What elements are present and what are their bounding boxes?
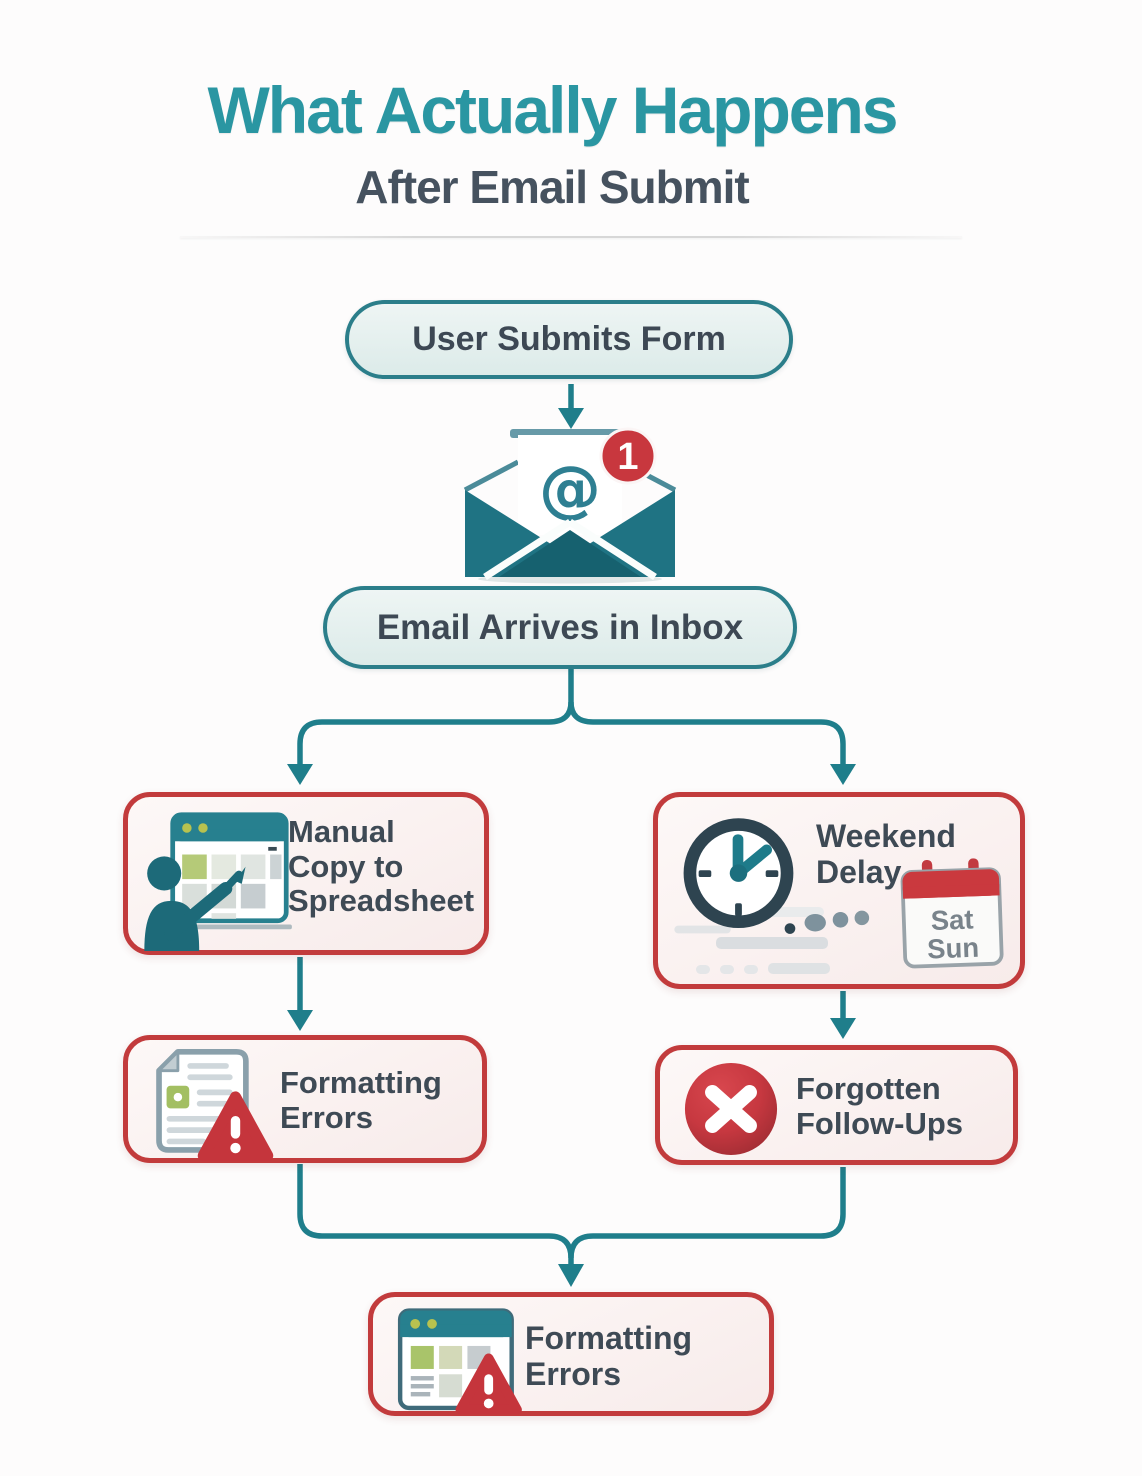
connector-merge-left [297, 1164, 574, 1266]
node-email-arrives-inbox: Email Arrives in Inbox [323, 586, 797, 669]
spreadsheet-person-icon [144, 811, 296, 956]
page-title: What Actually Happens [207, 73, 899, 147]
calendar-day-sun: Sun [927, 932, 980, 965]
badge-count: 1 [617, 436, 638, 478]
calendar-day-sat: Sat [930, 903, 974, 935]
node-label: Formatting Errors [280, 1065, 442, 1135]
arrowhead-down-icon [830, 1018, 856, 1039]
node-label: Email Arrives in Inbox [376, 607, 744, 647]
x-circle-icon [682, 1060, 780, 1163]
node-weekend-delay: Weekend Delay Sat Sun [653, 792, 1025, 989]
clock-icon [672, 811, 872, 952]
envelope-front-flap [499, 530, 641, 577]
connector-split-left [297, 668, 574, 766]
decor-line [768, 963, 830, 974]
node-formatting-errors-final: Formatting Errors [368, 1292, 774, 1416]
spreadsheet-warning-icon [391, 1307, 535, 1420]
node-label: Manual Copy to Spreadsheet [288, 814, 475, 919]
node-label: Formatting Errors [525, 1320, 693, 1392]
node-label: Weekend Delay [816, 818, 956, 890]
node-user-submits-form: User Submits Form [345, 300, 793, 379]
node-label: Forgotten Follow-Ups [796, 1071, 964, 1141]
decor-dash [696, 965, 710, 974]
page-subtitle: After Email Submit [355, 161, 750, 213]
node-formatting-errors: Formatting Errors [123, 1035, 487, 1163]
connector-split-right [568, 701, 846, 766]
connector-merge-right [568, 1167, 846, 1259]
arrowhead-down-icon [558, 408, 584, 429]
email-envelope-icon: @ 1 [452, 426, 688, 589]
node-forgotten-followups: Forgotten Follow-Ups [655, 1045, 1018, 1165]
arrowhead-down-icon [287, 1010, 313, 1031]
arrowhead-down-icon [830, 764, 856, 785]
arrowhead-down-icon [558, 1264, 584, 1287]
arrowhead-down-icon [287, 764, 313, 785]
document-warning-icon [142, 1048, 278, 1171]
at-symbol: @ [539, 452, 601, 525]
node-manual-copy-spreadsheet: Manual Copy to Spreadsheet [123, 792, 489, 955]
notification-badge [599, 427, 657, 485]
decor-line [716, 937, 828, 949]
node-label: User Submits Form [412, 320, 726, 358]
calendar-icon: Sat Sun [898, 857, 1008, 978]
decor-dash [720, 965, 734, 974]
title-divider [180, 236, 962, 238]
decor-dash [744, 965, 758, 974]
decor-line [752, 907, 824, 917]
